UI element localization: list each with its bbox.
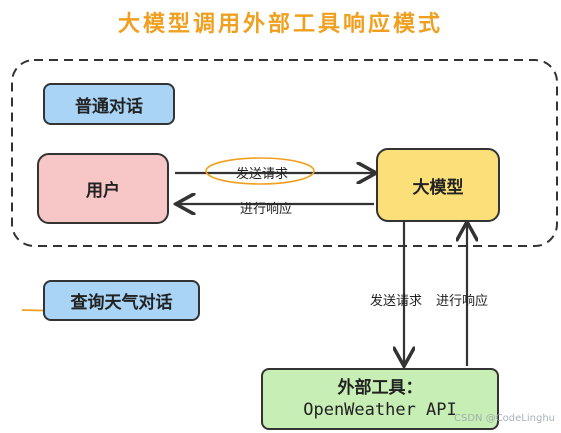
request-highlight	[205, 157, 315, 185]
external-tool-api: OpenWeather API	[303, 400, 457, 420]
llm-text: 大模型	[412, 177, 464, 198]
watermark: CSDN @CodeLinghu	[454, 413, 556, 424]
normal-chat-group-border	[11, 59, 558, 247]
weather-chat-text: 查询天气对话	[70, 293, 173, 313]
external-tool-title: 外部工具：	[337, 378, 423, 398]
user-box: 用户	[37, 153, 169, 224]
normal-chat-text: 普通对话	[75, 96, 143, 117]
send-request-label: 发送请求	[236, 167, 289, 182]
external-tool-box: 外部工具： OpenWeather API	[261, 368, 499, 430]
user-text: 用户	[86, 181, 120, 201]
normal-chat-label: 普通对话	[43, 83, 175, 125]
llm-box: 大模型	[376, 148, 500, 222]
respond-label: 进行响应	[240, 202, 293, 217]
tool-send-request-label: 发送请求	[370, 294, 423, 309]
page-title: 大模型调用外部工具响应模式	[117, 12, 443, 37]
tool-respond-label: 进行响应	[436, 294, 489, 309]
weather-chat-label: 查询天气对话	[43, 280, 200, 321]
